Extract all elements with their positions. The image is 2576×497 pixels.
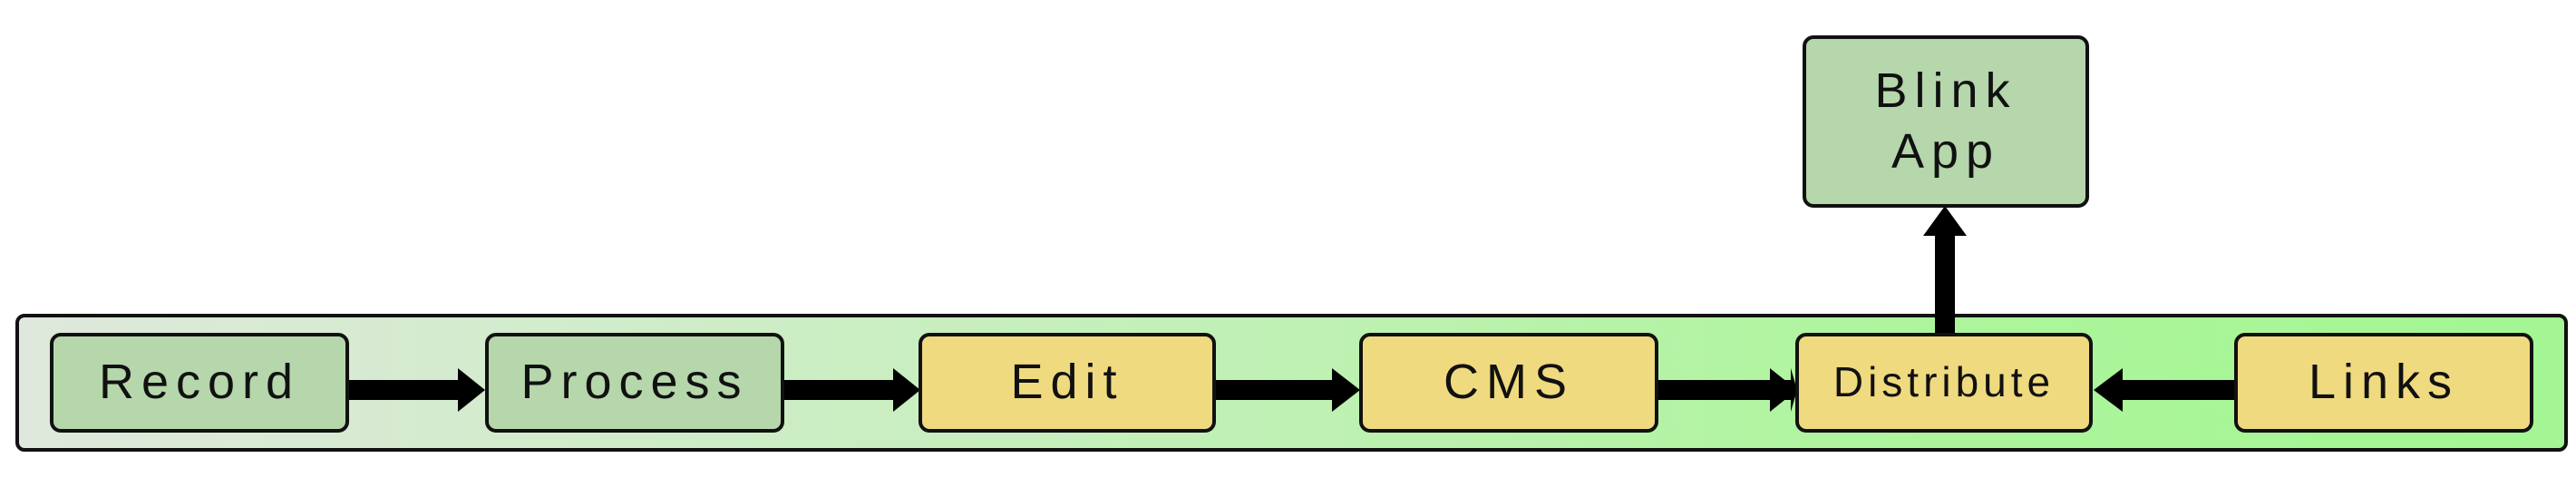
arrow-process-to-edit	[783, 368, 920, 412]
record-label: Record	[98, 355, 301, 410]
edit-label: Edit	[1010, 355, 1124, 410]
blink-app-label: Blink App	[1874, 63, 2017, 180]
record-node: Record	[50, 333, 349, 433]
distribute-label: Distribute	[1832, 358, 2056, 406]
cms-label: CMS	[1444, 355, 1574, 410]
arrow-distribute-to-blink-app	[1923, 206, 1967, 336]
links-label: Links	[2308, 355, 2460, 410]
cms-node: CMS	[1359, 333, 1658, 433]
blink-app-node: Blink App	[1803, 35, 2089, 208]
arrow-record-to-process	[348, 368, 485, 412]
edit-node: Edit	[919, 333, 1216, 433]
links-node: Links	[2234, 333, 2533, 433]
process-label: Process	[520, 355, 749, 410]
arrow-cms-to-distribute	[1657, 368, 1797, 412]
distribute-node: Distribute	[1795, 333, 2093, 433]
arrow-links-to-distribute	[2094, 368, 2235, 412]
arrow-edit-to-cms	[1215, 368, 1360, 412]
process-node: Process	[485, 333, 784, 433]
